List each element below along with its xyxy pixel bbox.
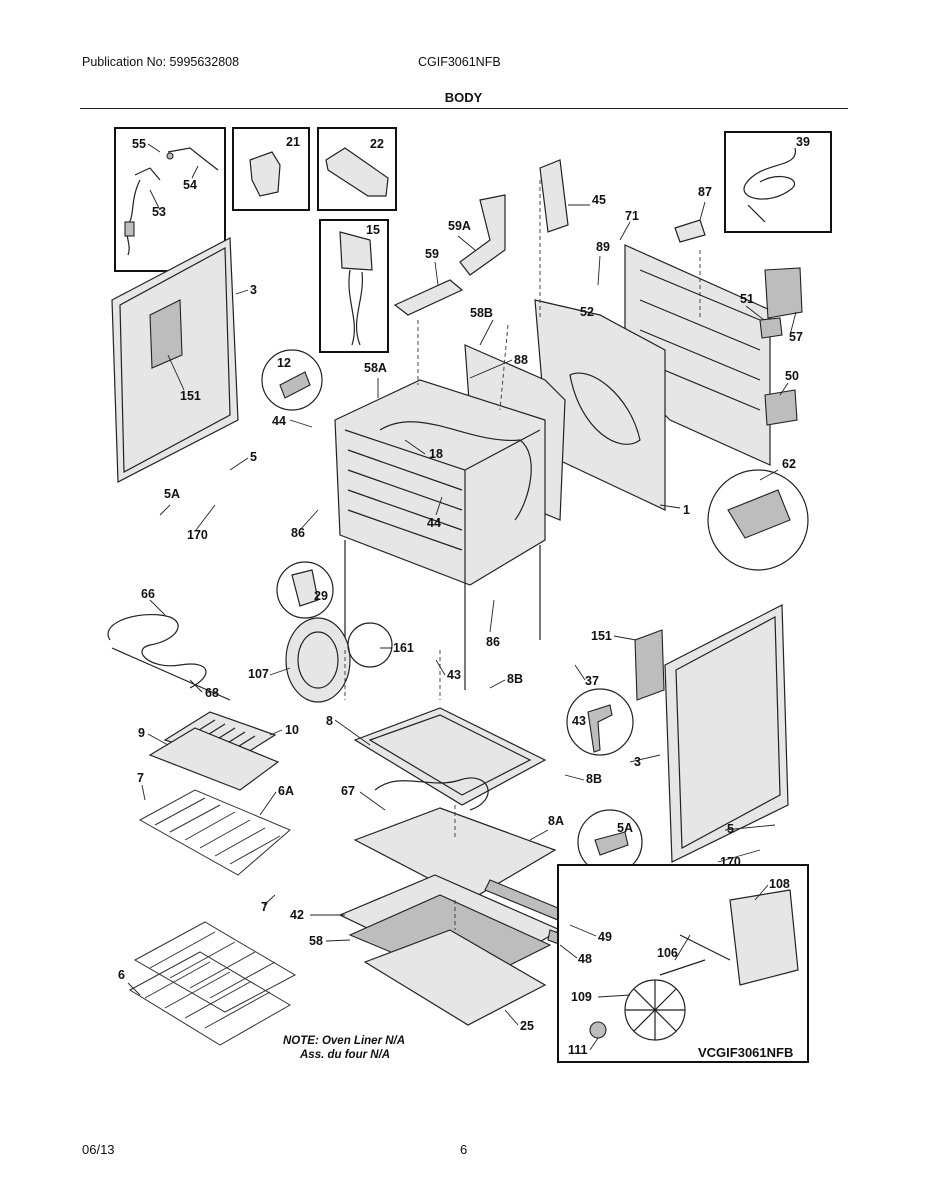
label-10: 10 [285, 723, 299, 737]
oven-bottom-stack [338, 707, 579, 1026]
screw-zoom-43 [566, 688, 634, 756]
label-151-left: 151 [180, 389, 201, 403]
label-7-top: 7 [137, 771, 144, 785]
label-89: 89 [596, 240, 610, 254]
label-67: 67 [341, 784, 355, 798]
label-8a: 8A [548, 814, 564, 828]
label-50: 50 [785, 369, 799, 383]
model-number: CGIF3061NFB [418, 55, 501, 69]
label-170-right: 170 [720, 855, 741, 869]
left-side-panel [111, 237, 239, 483]
label-8b-bottom: 8B [586, 772, 602, 786]
label-170-left: 170 [187, 528, 208, 542]
clip-zoom-29 [276, 561, 334, 619]
label-111: 111 [568, 1043, 588, 1057]
label-52: 52 [580, 305, 594, 319]
part-labels: 55 54 53 21 22 15 45 59A 59 87 71 39 89 … [118, 135, 810, 1057]
gas-valve-zoom [261, 349, 323, 411]
assembly-lines [344, 180, 701, 930]
label-8b-top: 8B [507, 672, 523, 686]
label-6: 6 [118, 968, 125, 982]
label-48: 48 [578, 952, 592, 966]
label-49: 49 [598, 930, 612, 944]
leader-lines [127, 143, 797, 1051]
label-55: 55 [132, 137, 146, 151]
label-45: 45 [592, 193, 606, 207]
label-58b: 58B [470, 306, 493, 320]
label-66: 66 [141, 587, 155, 601]
bracket-inset-21 [232, 127, 310, 211]
label-15: 15 [366, 223, 380, 237]
broiler-pan [148, 711, 280, 791]
label-58a: 58A [364, 361, 387, 375]
label-25: 25 [520, 1019, 534, 1033]
section-title: BODY [444, 90, 483, 105]
label-86-left: 86 [291, 526, 305, 540]
label-86-right: 86 [486, 635, 500, 649]
label-51: 51 [740, 292, 754, 306]
label-3-right: 3 [634, 755, 641, 769]
right-side-panel [634, 604, 789, 863]
convection-fan-inset [557, 864, 809, 1063]
label-21: 21 [286, 135, 300, 149]
footer-page-number: 6 [460, 1142, 468, 1157]
diagram-model-code: VCGIF3061NFB [698, 1045, 793, 1060]
header-divider [80, 108, 848, 109]
label-68: 68 [205, 686, 219, 700]
convection-fan-cover [285, 617, 393, 703]
label-109: 109 [571, 990, 592, 1004]
label-59a: 59A [448, 219, 471, 233]
oven-rack-6a [138, 789, 291, 876]
label-8: 8 [326, 714, 333, 728]
label-18: 18 [429, 447, 443, 461]
label-43-zoom: 43 [572, 714, 586, 728]
label-106: 106 [657, 946, 678, 960]
label-22: 22 [370, 137, 384, 151]
sensor-inset [114, 127, 226, 272]
label-71: 71 [625, 209, 639, 223]
label-58: 58 [309, 934, 323, 948]
label-1: 1 [683, 503, 690, 517]
bracket-inset-22 [317, 127, 397, 211]
label-59: 59 [425, 247, 439, 261]
oven-rack-6 [128, 921, 297, 1046]
label-37: 37 [585, 674, 599, 688]
label-5a-right: 5A [617, 821, 633, 835]
oven-cavity [334, 344, 566, 690]
label-5a-left: 5A [164, 487, 180, 501]
label-29: 29 [314, 589, 328, 603]
label-107: 107 [248, 667, 269, 681]
label-57: 57 [789, 330, 803, 344]
label-9: 9 [138, 726, 145, 740]
label-161: 161 [393, 641, 414, 655]
broil-element [107, 613, 231, 701]
label-44-top: 44 [272, 414, 286, 428]
label-42: 42 [290, 908, 304, 922]
label-44-mid: 44 [427, 516, 441, 530]
label-39: 39 [796, 135, 810, 149]
wire-harness-inset [319, 219, 389, 353]
power-cord-inset [724, 131, 832, 233]
label-53: 53 [152, 205, 166, 219]
back-panel [534, 244, 803, 511]
label-62: 62 [782, 457, 796, 471]
vent-duct [393, 159, 706, 316]
label-6a: 6A [278, 784, 294, 798]
label-108: 108 [769, 877, 790, 891]
label-7-bottom: 7 [261, 900, 268, 914]
label-54: 54 [183, 178, 197, 192]
label-151-right: 151 [591, 629, 612, 643]
label-88: 88 [514, 353, 528, 367]
label-43-small: 43 [447, 668, 461, 682]
oven-liner-note-fr: Ass. du four N/A [299, 1049, 390, 1061]
label-3-left: 3 [250, 283, 257, 297]
publication-number: Publication No: 5995632808 [82, 55, 240, 69]
oven-liner-note: NOTE: Oven Liner N/A [283, 1035, 405, 1047]
footer-date: 06/13 [82, 1142, 115, 1157]
igniter-zoom [707, 469, 809, 571]
label-5-left: 5 [250, 450, 257, 464]
label-12: 12 [277, 356, 291, 370]
label-87: 87 [698, 185, 712, 199]
